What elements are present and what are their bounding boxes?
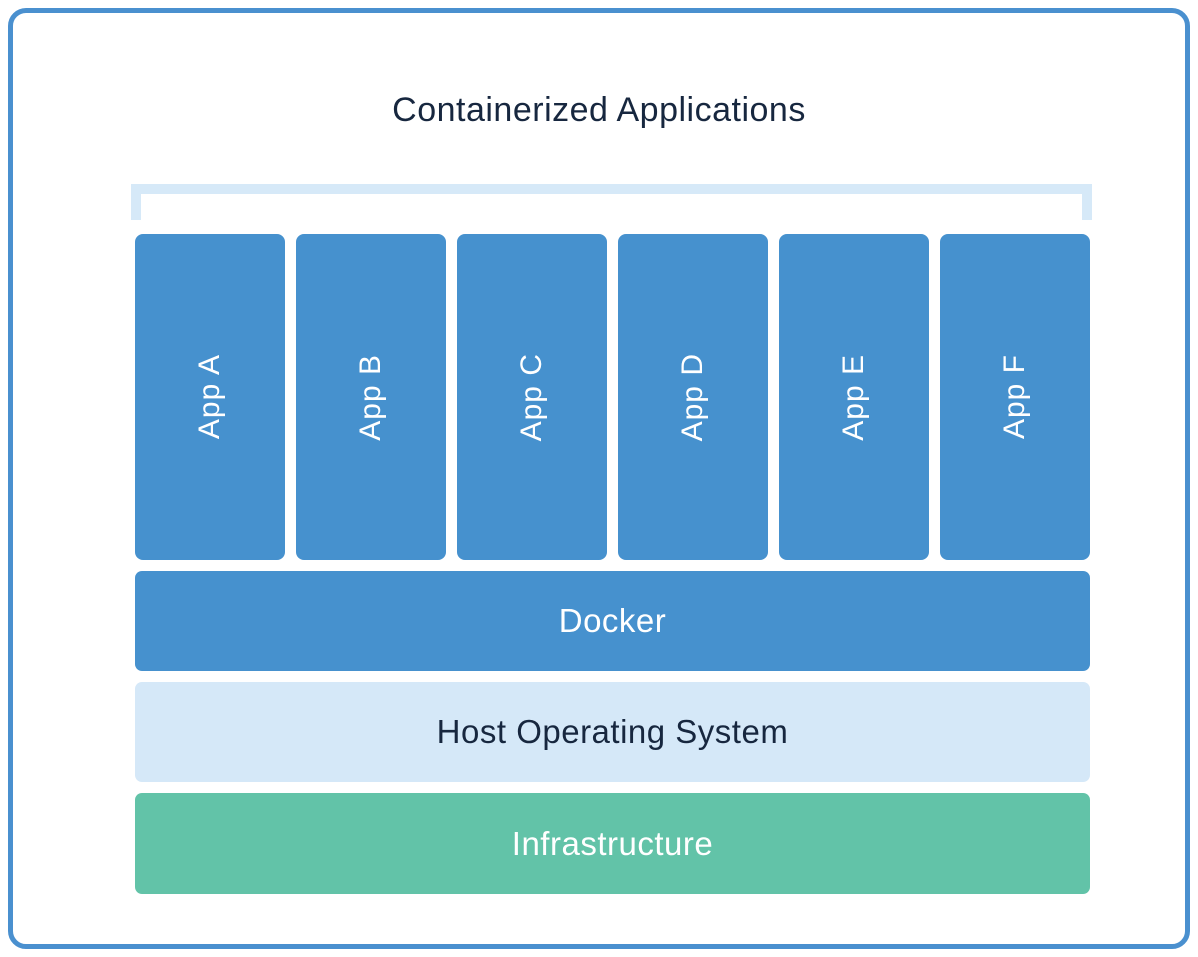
layer-docker: Docker bbox=[135, 571, 1090, 671]
diagram-title: Containerized Applications bbox=[392, 91, 806, 129]
app-container-e: App E bbox=[779, 234, 929, 560]
app-container-d: App D bbox=[618, 234, 768, 560]
layer-infrastructure: Infrastructure bbox=[135, 793, 1090, 894]
app-label-c: App C bbox=[515, 352, 548, 442]
apps-group-bracket bbox=[131, 184, 1092, 220]
app-label-b: App B bbox=[354, 353, 387, 441]
app-label-a: App A bbox=[193, 354, 226, 440]
app-label-e: App E bbox=[837, 353, 870, 441]
app-container-f: App F bbox=[940, 234, 1090, 560]
layer-host-os: Host Operating System bbox=[135, 682, 1090, 782]
app-container-a: App A bbox=[135, 234, 285, 560]
diagram-card: Containerized Applications App A App B A… bbox=[8, 8, 1190, 949]
app-container-b: App B bbox=[296, 234, 446, 560]
app-container-c: App C bbox=[457, 234, 607, 560]
apps-row: App A App B App C App D App E App F bbox=[135, 234, 1090, 560]
app-label-f: App F bbox=[998, 354, 1031, 440]
app-label-d: App D bbox=[676, 352, 709, 442]
